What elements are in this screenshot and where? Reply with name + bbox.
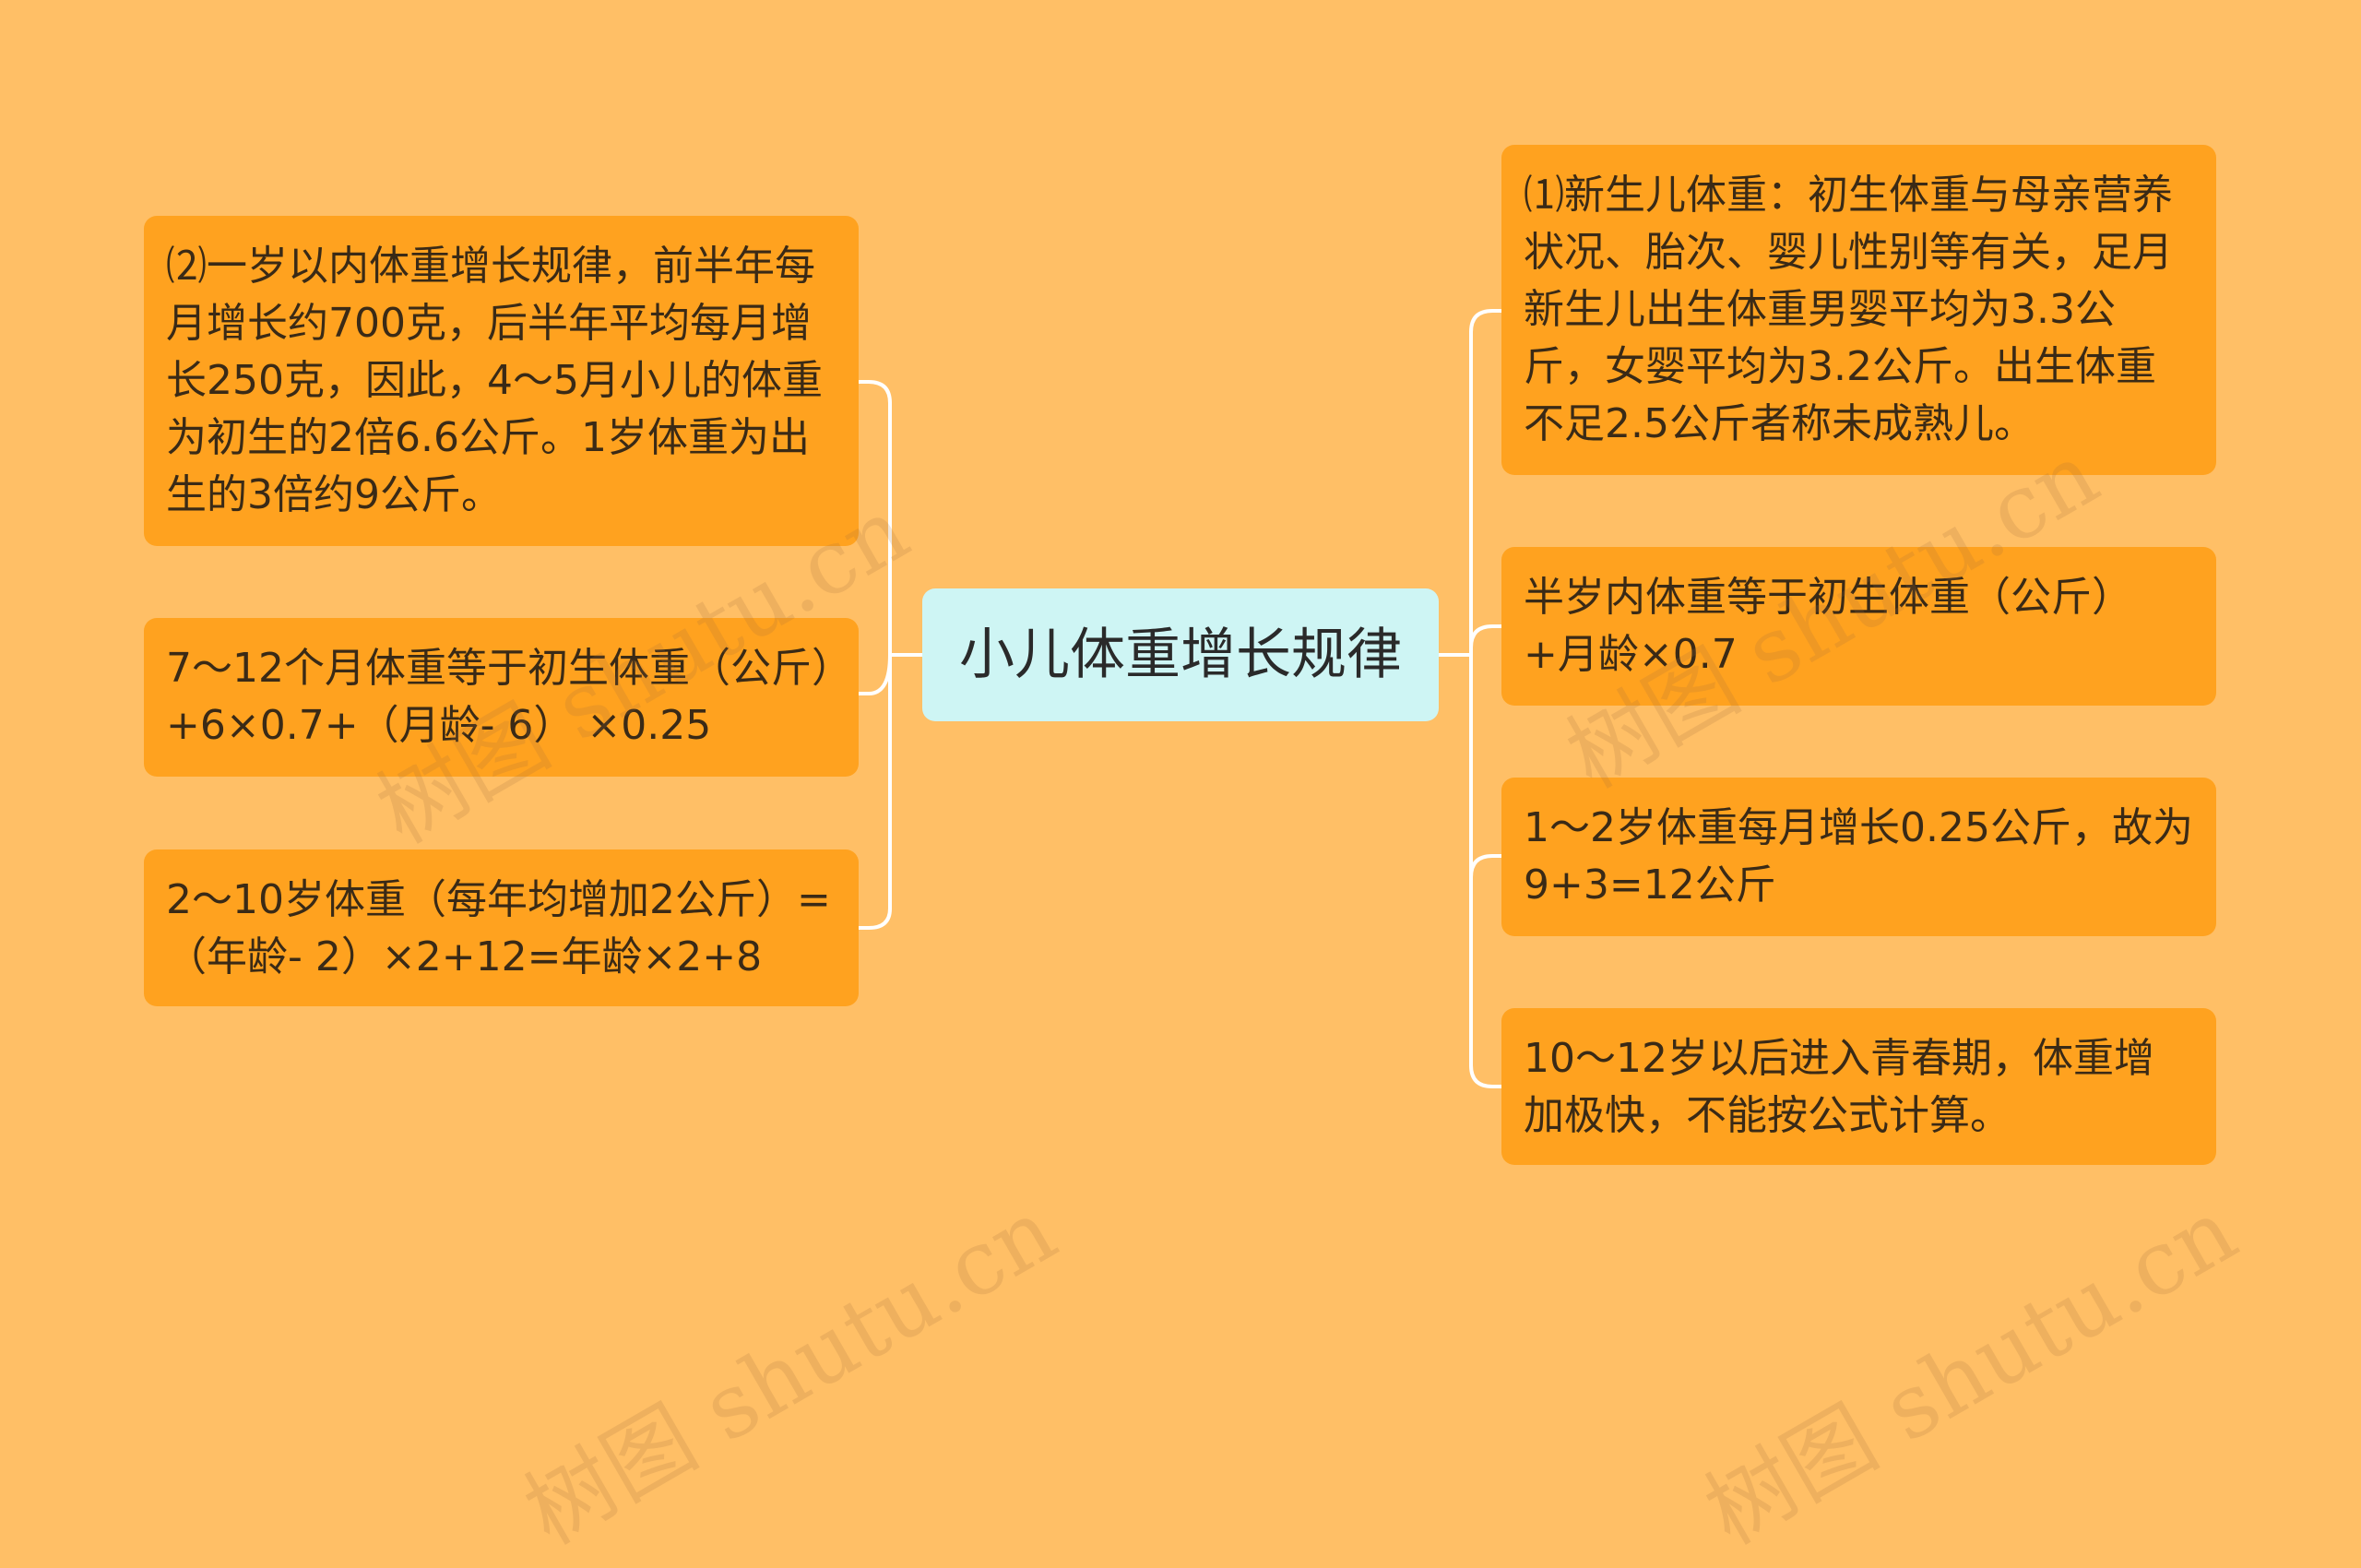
right-node-4[interactable]: 10～12岁以后进入青春期，体重增加极快，不能按公式计算。 xyxy=(1501,1008,2216,1165)
connector-left-3 xyxy=(856,907,892,930)
connector-right-2 xyxy=(1469,624,1505,649)
connector-right-3 xyxy=(1469,854,1505,879)
right-node-2[interactable]: 半岁内体重等于初生体重（公斤）+月龄×0.7 xyxy=(1501,547,2216,706)
left-node-1[interactable]: ⑵一岁以内体重增长规律，前半年每月增长约700克，后半年平均每月增长250克，因… xyxy=(144,216,859,546)
right-node-3[interactable]: 1～2岁体重每月增长0.25公斤，故为9+3=12公斤 xyxy=(1501,778,2216,936)
connector-lines xyxy=(856,309,1505,1088)
left-node-2[interactable]: 7～12个月体重等于初生体重（公斤）+6×0.7+（月龄- 6） ×0.25 xyxy=(144,618,859,777)
root-topic[interactable]: 小儿体重增长规律 xyxy=(922,588,1439,721)
connector-right-1 xyxy=(1469,309,1505,334)
right-node-1[interactable]: ⑴新生儿体重：初生体重与母亲营养状况、胎次、婴儿性别等有关，足月新生儿出生体重男… xyxy=(1501,145,2216,475)
connector-left-2 xyxy=(856,653,892,695)
connector-left-1 xyxy=(856,380,892,405)
left-node-3[interactable]: 2～10岁体重（每年均增加2公斤）=（年龄- 2）×2+12=年龄×2+8 xyxy=(144,849,859,1006)
connector-right-4 xyxy=(1469,1063,1505,1088)
